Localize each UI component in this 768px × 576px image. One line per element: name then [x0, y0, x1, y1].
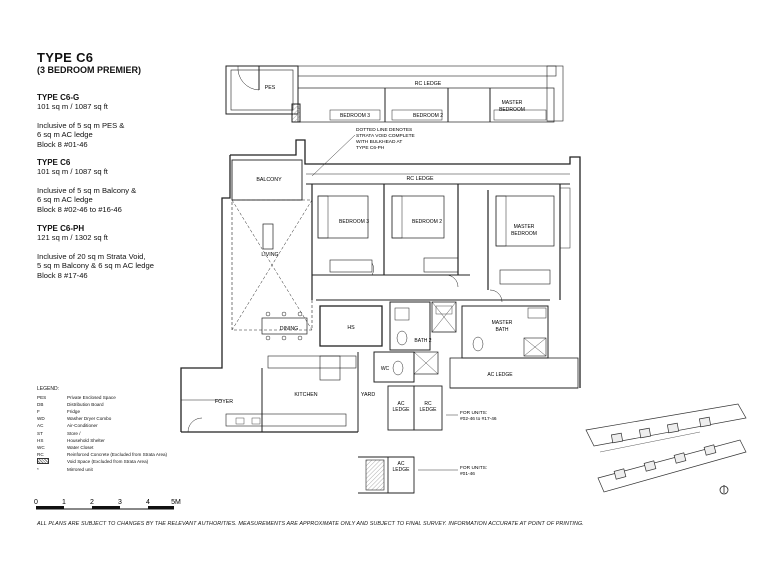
balcony-label: BALCONY	[256, 177, 282, 183]
bedroom3-label: BEDROOM 3	[340, 113, 370, 119]
ac-ledge-label: AC	[398, 401, 405, 407]
units-note: FOR UNITS:	[460, 465, 487, 471]
hs-label: HS	[347, 325, 355, 331]
units-note: #02-46 to #17-46	[460, 416, 497, 422]
void-note-line: STRATA VOID COMPLETE	[356, 133, 415, 139]
unit-type-name: TYPE C6-PH	[37, 224, 85, 233]
rc-ledge-label: RC LEDGE	[415, 81, 442, 87]
ground-level-plan	[225, 65, 564, 123]
ac-ledge-label: AC	[398, 461, 405, 467]
living-label: LIVING	[261, 252, 278, 258]
unit-type-line: Inclusive of 5 sq m PES &	[37, 120, 125, 130]
unit-type-line: Block 8 #17-46	[37, 270, 88, 280]
legend-item: Void Space (Excluded from Strata Area)	[37, 457, 167, 466]
bedroom2-label: BEDROOM 2	[413, 113, 443, 119]
unit-type-area: 101 sq m / 1087 sq ft	[37, 167, 108, 177]
ac-ledge-label: LEDGE	[393, 467, 411, 473]
page-subtitle: (3 BEDROOM PREMIER)	[37, 65, 142, 75]
void-note-line: WITH BULKHEAD AT	[356, 139, 402, 145]
scale-tick-label: 2	[90, 499, 94, 506]
bedroom2-label: BEDROOM 2	[412, 219, 442, 225]
legend-item: *Mirrored unit	[37, 467, 93, 473]
unit-type-line: 5 sq m Balcony & 6 sq m AC ledge	[37, 261, 154, 271]
disclaimer: ALL PLANS ARE SUBJECT TO CHANGES BY THE …	[37, 521, 584, 527]
key-plan	[585, 403, 747, 493]
unit-type-area: 121 sq m / 1302 sq ft	[37, 233, 108, 243]
unit-type-line: Inclusive of 5 sq m Balcony &	[37, 185, 137, 195]
master-bath-label: BATH	[496, 327, 509, 333]
unit-type-line: Inclusive of 20 sq m Strata Void,	[37, 251, 146, 261]
scale-tick-label: 3	[118, 499, 122, 506]
yard-label: YARD	[361, 392, 375, 398]
ac-ledge-label: AC LEDGE	[487, 372, 513, 378]
bath2-label: BATH 2	[414, 338, 431, 344]
master-bedroom-label: MASTER	[514, 224, 535, 230]
scale-tick-label: 4	[146, 499, 150, 506]
pes-label: PES	[265, 85, 276, 91]
rc-ledge-label: RC LEDGE	[406, 176, 434, 182]
master-bedroom-label: BEDROOM	[511, 231, 537, 237]
master-bedroom-label: BEDROOM	[499, 107, 525, 113]
unit-type-line: Block 8 #02-46 to #16-46	[37, 204, 122, 214]
units-note: FOR UNITS:	[460, 410, 487, 416]
unit-type-line: Block 8 #01-46	[37, 139, 88, 149]
legend-heading: LEGEND:	[37, 386, 59, 392]
ac-ledge-label: LEDGE	[393, 407, 411, 413]
scale-bar: 0 1 2 3 4 5M	[34, 499, 181, 510]
scale-tick-label: 0	[34, 499, 38, 506]
master-bath-label: MASTER	[492, 320, 513, 326]
unit-type-c6: TYPE C6 101 sq m / 1087 sq ft Inclusive …	[37, 158, 212, 214]
rc-ledge-label: RC	[424, 401, 432, 407]
scale-tick-label: 1	[62, 499, 66, 506]
unit-type-area: 101 sq m / 1087 sq ft	[37, 102, 108, 112]
foyer-label: FOYER	[215, 399, 233, 405]
void-note-leader	[311, 134, 356, 177]
unit-type-line: 6 sq m AC ledge	[37, 195, 93, 205]
unit-type-c6ph: TYPE C6-PH 121 sq m / 1302 sq ft Inclusi…	[37, 224, 212, 280]
void-note-line: DOTTED LINE DENOTES	[356, 127, 412, 133]
bedroom3-label: BEDROOM 3	[339, 219, 369, 225]
unit-type-name: TYPE C6-G	[37, 93, 80, 102]
kitchen-label: KITCHEN	[294, 392, 317, 398]
unit-type-c6g: TYPE C6-G 101 sq m / 1087 sq ft Inclusiv…	[37, 93, 212, 149]
master-bedroom-label: MASTER	[502, 100, 523, 106]
unit-type-name: TYPE C6	[37, 158, 71, 167]
void-note-line: TYPE C6-PH	[356, 145, 385, 151]
rc-ledge-label: LEDGE	[420, 407, 438, 413]
scale-end-label: 5M	[171, 499, 181, 506]
wc-label: WC	[381, 366, 390, 372]
main-unit-walls	[180, 139, 581, 494]
page-title: TYPE C6	[37, 50, 94, 65]
dining-label: DINING	[280, 326, 299, 332]
void-swatch-icon	[37, 457, 49, 464]
units-note: #01-46	[460, 471, 475, 477]
north-arrow-icon	[719, 485, 729, 495]
unit-type-line: 6 sq m AC ledge	[37, 130, 93, 140]
